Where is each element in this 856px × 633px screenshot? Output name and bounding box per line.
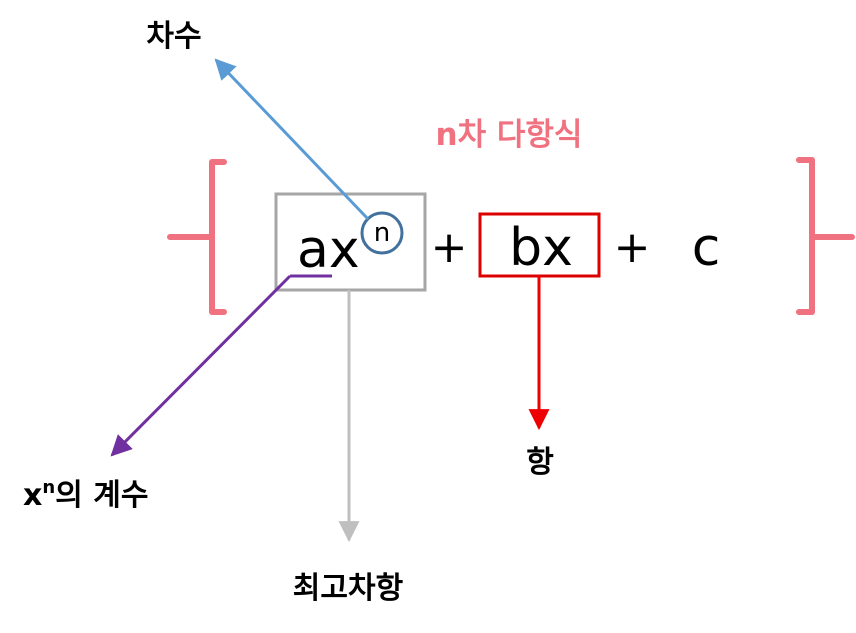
- term3: c: [692, 218, 721, 278]
- right-brace: [796, 157, 855, 315]
- term1-base: ax: [297, 220, 360, 280]
- degree-arrow: [214, 58, 370, 221]
- coefficient-label-base: x: [23, 478, 42, 513]
- coefficient-arrow: [110, 274, 292, 457]
- left-brace: [167, 159, 227, 315]
- exponent-circle: [360, 211, 404, 255]
- coefficient-label-suffix: 의 계수: [55, 478, 148, 513]
- term-label: 항: [526, 445, 554, 480]
- degree-label: 차수: [146, 19, 201, 54]
- plus-sign-1: +: [431, 222, 468, 273]
- coefficient-label-exponent: n: [42, 477, 55, 498]
- term2: bx: [509, 218, 573, 278]
- highest-term-label: 최고차항: [293, 571, 404, 606]
- coefficient-label: xn의 계수: [23, 477, 148, 513]
- plus-sign-2: +: [614, 222, 651, 273]
- term1-exponent: n: [374, 218, 390, 248]
- diagram-heading: n차 다항식: [436, 117, 583, 153]
